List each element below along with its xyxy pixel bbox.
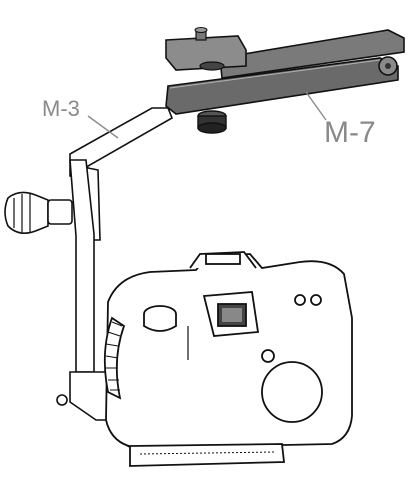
callout-m3: M-3 bbox=[42, 96, 119, 139]
arm-top-bar bbox=[219, 29, 405, 79]
camera-body bbox=[103, 251, 353, 467]
arm-upper-mount bbox=[165, 35, 247, 71]
flash-extension-arm bbox=[165, 27, 405, 134]
clamp-knob[interactable] bbox=[4, 191, 73, 234]
rear-button-right bbox=[310, 294, 322, 306]
callout-m7: M-7 bbox=[305, 91, 376, 149]
bracket-vertical-post bbox=[69, 159, 95, 373]
leader-line-m7 bbox=[305, 91, 327, 121]
rear-button-small bbox=[261, 349, 275, 363]
lens-ring bbox=[103, 316, 126, 400]
callout-label-m3: M-3 bbox=[42, 96, 80, 121]
leader-line-m3 bbox=[87, 115, 119, 139]
side-screw bbox=[56, 394, 68, 406]
base-plate bbox=[129, 443, 286, 467]
rear-control-wheel bbox=[261, 361, 323, 423]
callout-label-m7: M-7 bbox=[324, 116, 376, 149]
arm-lower-bar bbox=[165, 57, 399, 115]
rear-button-left bbox=[294, 294, 306, 306]
camera-main-body bbox=[105, 253, 353, 449]
